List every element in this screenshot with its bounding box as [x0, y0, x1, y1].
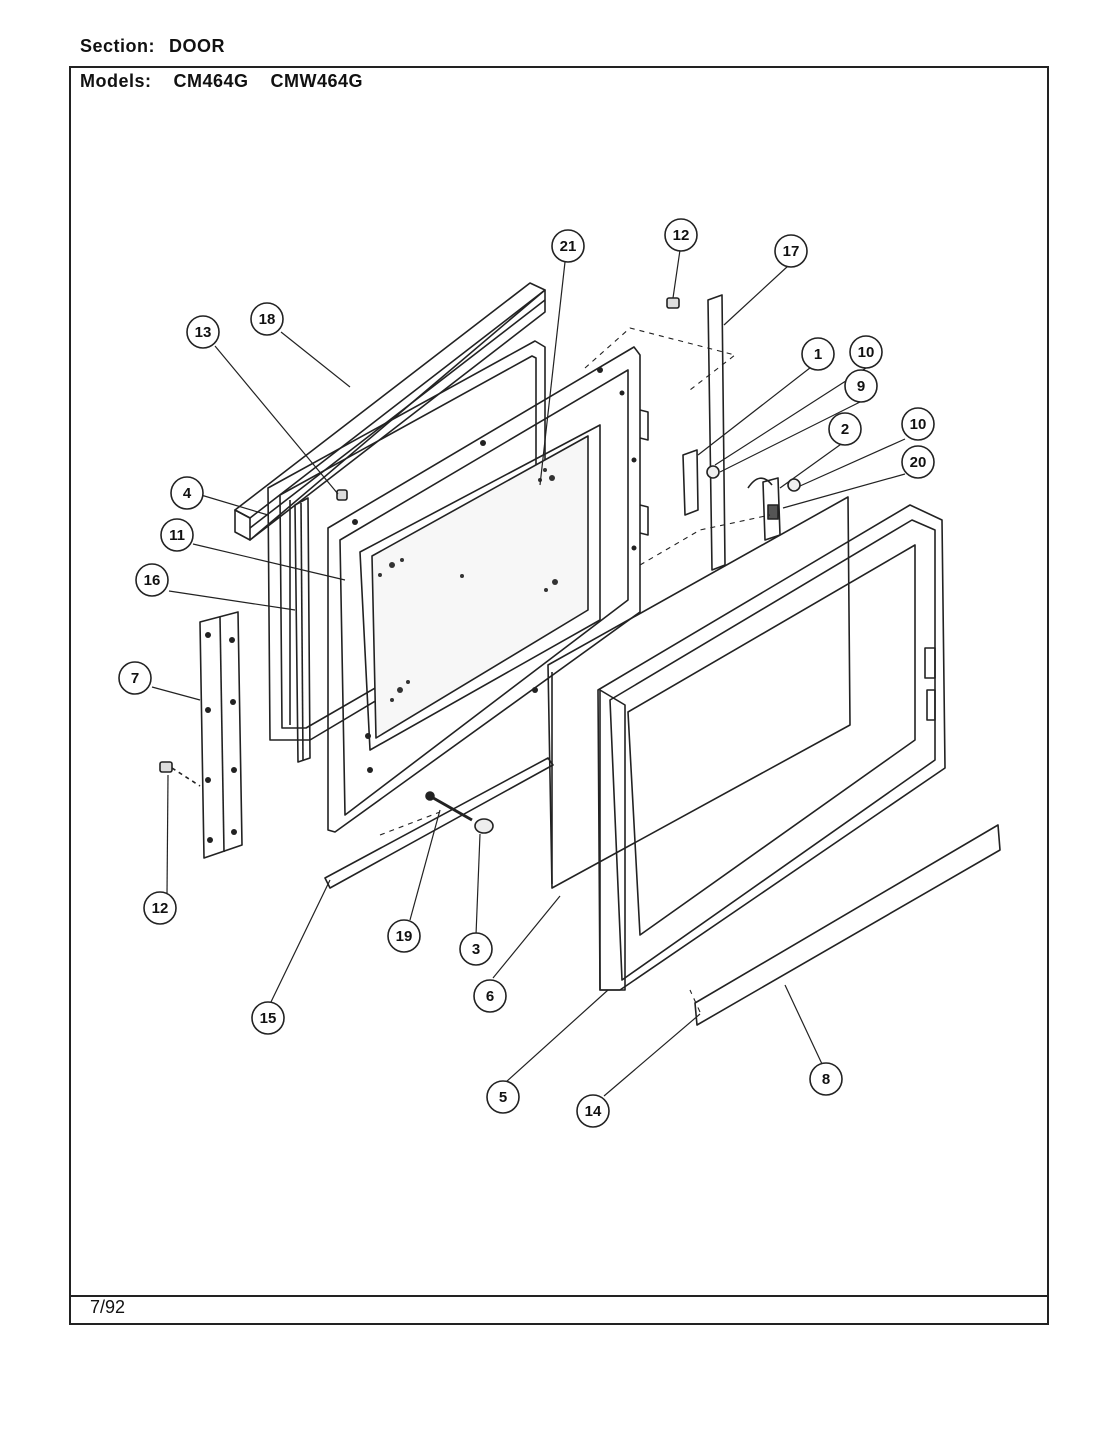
part-screw-12-lower	[159, 761, 201, 787]
part-latch-bar	[707, 294, 726, 571]
callout-11: 11	[160, 518, 194, 552]
models-label: Models:	[80, 71, 152, 91]
svg-text:18: 18	[259, 311, 276, 328]
part-nuts	[706, 465, 801, 492]
callout-16: 16	[135, 563, 169, 597]
revision-date: 7/92	[90, 1297, 126, 1317]
callout-18: 18	[250, 302, 284, 336]
svg-text:3: 3	[472, 941, 480, 958]
panel-holes	[352, 367, 637, 773]
svg-text:6: 6	[486, 988, 494, 1005]
callout-9: 9	[844, 369, 878, 403]
callout-20: 20	[901, 445, 935, 479]
part-bottom-strip	[324, 757, 554, 889]
svg-text:12: 12	[673, 227, 690, 244]
part-screw-13	[336, 489, 348, 501]
part-screw-12-upper	[666, 297, 680, 309]
callout-10-top: 10	[849, 335, 883, 369]
svg-text:15: 15	[260, 1010, 277, 1027]
diagram-frame	[69, 66, 1049, 1325]
callout-21: 21	[551, 229, 585, 263]
section-label: Section:	[80, 36, 156, 56]
part-top-channel	[234, 282, 546, 541]
svg-text:9: 9	[857, 378, 865, 395]
callout-4: 4	[170, 476, 204, 510]
svg-text:10: 10	[910, 416, 927, 433]
part-pivot-rod	[425, 791, 473, 822]
part-outer-door	[597, 504, 946, 991]
svg-text:1: 1	[814, 346, 822, 363]
callout-12-bottom: 12	[143, 891, 177, 925]
part-latch-assembly	[747, 477, 781, 541]
svg-text:7: 7	[131, 670, 139, 687]
callout-19: 19	[387, 919, 421, 953]
svg-text:11: 11	[169, 527, 185, 544]
callout-1: 1	[801, 337, 835, 371]
part-glass-panel	[547, 496, 851, 889]
svg-text:5: 5	[499, 1089, 507, 1106]
footer-divider	[69, 1295, 1049, 1297]
callout-17: 17	[774, 234, 808, 268]
callout-14: 14	[576, 1094, 610, 1128]
part-inner-panel	[327, 346, 649, 833]
callout-15: 15	[251, 1001, 285, 1035]
callout-7: 7	[118, 661, 152, 695]
callout-12-top: 12	[664, 218, 698, 252]
part-hinge	[199, 611, 243, 859]
assembly-guides	[379, 327, 771, 1013]
part-side-seal	[294, 497, 311, 763]
svg-text:2: 2	[841, 421, 849, 438]
model-1: CM464G	[173, 71, 249, 91]
part-bumper	[474, 818, 494, 834]
svg-text:21: 21	[560, 238, 577, 255]
svg-text:13: 13	[195, 324, 212, 341]
svg-text:19: 19	[396, 928, 413, 945]
callout-3: 3	[459, 932, 493, 966]
part-bottom-trim	[694, 824, 1001, 1026]
section-value: DOOR	[169, 36, 226, 56]
leader-lines	[151, 249, 906, 1097]
section-heading: Section: DOOR	[80, 36, 225, 57]
model-2: CMW464G	[270, 71, 364, 91]
part-latch-plate	[682, 449, 699, 516]
callout-13: 13	[186, 315, 220, 349]
callout-2: 2	[828, 412, 862, 446]
callout-5: 5	[486, 1080, 520, 1114]
svg-text:16: 16	[144, 572, 161, 589]
callout-8: 8	[809, 1062, 843, 1096]
callout-10-mid: 10	[901, 407, 935, 441]
callout-6: 6	[473, 979, 507, 1013]
callouts: 21 12 17 18 1 10 9 13 2 10 4 20 11 16 7 …	[118, 218, 935, 1128]
svg-text:14: 14	[585, 1103, 602, 1120]
svg-text:4: 4	[183, 485, 192, 502]
models-heading: Models: CM464G CMW464G	[80, 71, 363, 92]
svg-text:17: 17	[783, 243, 800, 260]
svg-text:10: 10	[858, 344, 875, 361]
svg-text:20: 20	[910, 454, 927, 471]
svg-text:12: 12	[152, 900, 169, 917]
svg-text:8: 8	[822, 1071, 830, 1088]
